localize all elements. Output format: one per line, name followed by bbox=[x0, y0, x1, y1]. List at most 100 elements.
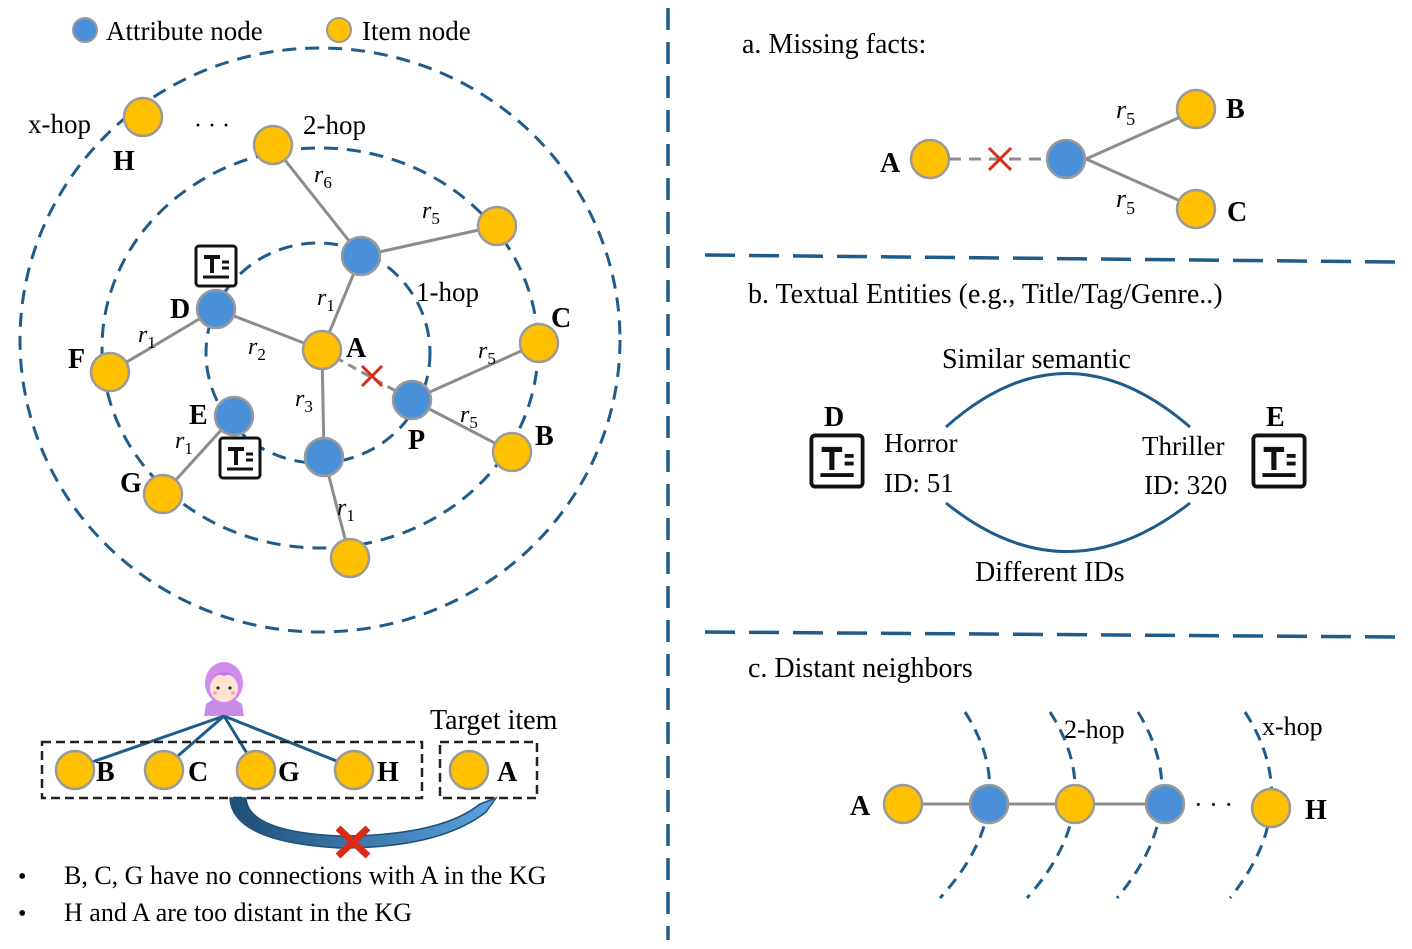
ring-x-hop bbox=[18, 46, 622, 634]
bullet-symbol: • bbox=[18, 864, 26, 890]
ring-ellipsis: · · · bbox=[194, 113, 230, 139]
similar-semantic-arc bbox=[945, 372, 1191, 429]
edge bbox=[74, 714, 225, 770]
edge bbox=[1085, 157, 1197, 210]
item-node-h bbox=[1250, 787, 1292, 829]
attribute-node-e bbox=[213, 395, 255, 437]
text-entity-icon-e bbox=[1253, 435, 1304, 486]
entity-name-thriller: Thriller bbox=[1142, 431, 1224, 461]
history-label-g: G bbox=[278, 757, 300, 788]
user-history-panel: B C G H A Target item • B, C, G have no … bbox=[18, 662, 558, 927]
divider-a-b bbox=[704, 253, 1396, 264]
item-node-f bbox=[89, 351, 131, 393]
edge bbox=[109, 307, 217, 374]
entity-id-51: ID: 51 bbox=[884, 468, 954, 498]
attribute-node bbox=[1144, 783, 1186, 825]
entity-name-horror: Horror bbox=[884, 428, 957, 458]
panel-a-missing-facts: a. Missing facts: A B C r5 r5 bbox=[742, 29, 1247, 230]
edge bbox=[1085, 108, 1197, 161]
item-node bbox=[1054, 783, 1096, 825]
relation-label-r5-b: r5 bbox=[460, 402, 478, 432]
blocked-cross-icon bbox=[335, 825, 371, 859]
entity-letter-d: D bbox=[824, 402, 844, 433]
node-label-b: B bbox=[1226, 94, 1245, 125]
history-box bbox=[40, 740, 424, 800]
relation-label-r2: r2 bbox=[248, 334, 266, 364]
relation-label-r3: r3 bbox=[295, 386, 313, 416]
legend-item-swatch bbox=[326, 17, 352, 43]
different-ids-arc bbox=[945, 501, 1191, 553]
inference-arrow bbox=[229, 796, 499, 849]
item-node-c bbox=[1175, 188, 1217, 230]
panel-b-textual-entities: b. Textual Entities (e.g., Title/Tag/Gen… bbox=[748, 279, 1305, 588]
text-entity-icon-d bbox=[194, 244, 238, 288]
entity-letter-e: E bbox=[1266, 402, 1285, 433]
history-item-h bbox=[333, 749, 375, 791]
item-node-c bbox=[518, 322, 560, 364]
different-ids-label: Different IDs bbox=[975, 557, 1125, 588]
panel-a-title: a. Missing facts: bbox=[742, 29, 926, 60]
hop-label-2: 2-hop bbox=[1064, 715, 1125, 744]
panel-c-distant-neighbors: c. Distant neighbors 2-hop x-hop · · · A… bbox=[748, 653, 1327, 900]
ring-label-x-hop: x-hop bbox=[28, 109, 91, 139]
divider-b-c bbox=[704, 630, 1396, 639]
ring-label-2-hop: 2-hop bbox=[303, 110, 366, 140]
node-label-a: A bbox=[850, 791, 871, 822]
hop-arc-3 bbox=[1115, 711, 1164, 899]
item-node-a bbox=[882, 783, 924, 825]
edge bbox=[271, 144, 363, 257]
relation-label-r5-b: r5 bbox=[1116, 95, 1135, 129]
node-label-a: A bbox=[346, 333, 367, 364]
hop-label-x: x-hop bbox=[1262, 712, 1323, 741]
target-item-a bbox=[448, 749, 490, 791]
node-label-e: E bbox=[189, 400, 208, 431]
relation-label-r1-a: r1 bbox=[317, 285, 335, 315]
relation-label-r6: r6 bbox=[314, 162, 332, 192]
bullet-text-1: B, C, G have no connections with A in th… bbox=[64, 861, 546, 890]
legend-attribute-swatch bbox=[72, 17, 98, 43]
relation-label-r1-f: r1 bbox=[138, 322, 156, 352]
relation-label-r1-g: r1 bbox=[175, 428, 193, 458]
panel-c-title: c. Distant neighbors bbox=[748, 653, 973, 684]
relation-label-r5-c: r5 bbox=[478, 338, 496, 368]
ring-label-1-hop: 1-hop bbox=[416, 277, 479, 307]
history-label-h: H bbox=[377, 757, 399, 788]
attribute-node-p bbox=[391, 379, 433, 421]
item-node-a bbox=[301, 329, 343, 371]
legend-attribute-label: Attribute node bbox=[106, 16, 263, 46]
attribute-node bbox=[968, 783, 1010, 825]
item-node-g bbox=[142, 473, 184, 515]
attribute-node-top bbox=[340, 235, 382, 277]
node-label-h: H bbox=[1305, 795, 1327, 826]
user-avatar-icon bbox=[204, 662, 244, 716]
item-node-2hop-top bbox=[252, 124, 294, 166]
missing-link-cross-icon bbox=[987, 146, 1013, 172]
attribute-node-d bbox=[195, 288, 237, 330]
bullet-symbol: • bbox=[18, 901, 26, 927]
relation-label-r1-bottom: r1 bbox=[337, 495, 355, 525]
hop-arc-1 bbox=[938, 711, 992, 900]
item-node-h bbox=[122, 96, 164, 138]
item-node-a bbox=[909, 138, 951, 180]
legend: Attribute node Item node bbox=[72, 16, 471, 46]
item-node-bottom bbox=[329, 537, 371, 579]
text-entity-icon-e bbox=[218, 436, 262, 480]
edge bbox=[411, 341, 540, 402]
node-label-b: B bbox=[535, 421, 554, 452]
target-item-caption: Target item bbox=[430, 705, 558, 736]
item-node-b bbox=[491, 431, 533, 473]
entity-id-320: ID: 320 bbox=[1144, 470, 1227, 500]
panel-b-title: b. Textual Entities (e.g., Title/Tag/Gen… bbox=[748, 279, 1223, 310]
legend-item-label: Item node bbox=[362, 16, 471, 46]
node-label-d: D bbox=[170, 294, 190, 325]
node-label-a: A bbox=[880, 148, 901, 179]
chain-ellipsis: · · · bbox=[1194, 790, 1233, 819]
item-node-b bbox=[1175, 88, 1217, 130]
bullet-text-2: H and A are too distant in the KG bbox=[64, 898, 412, 927]
text-entity-icon-d bbox=[811, 435, 862, 486]
node-label-c: C bbox=[551, 303, 571, 334]
node-label-c: C bbox=[1227, 197, 1247, 228]
similar-semantic-label: Similar semantic bbox=[942, 344, 1131, 375]
hop-graph: x-hop · · · 2-hop 1-hop H D A C F E P B … bbox=[18, 46, 622, 634]
